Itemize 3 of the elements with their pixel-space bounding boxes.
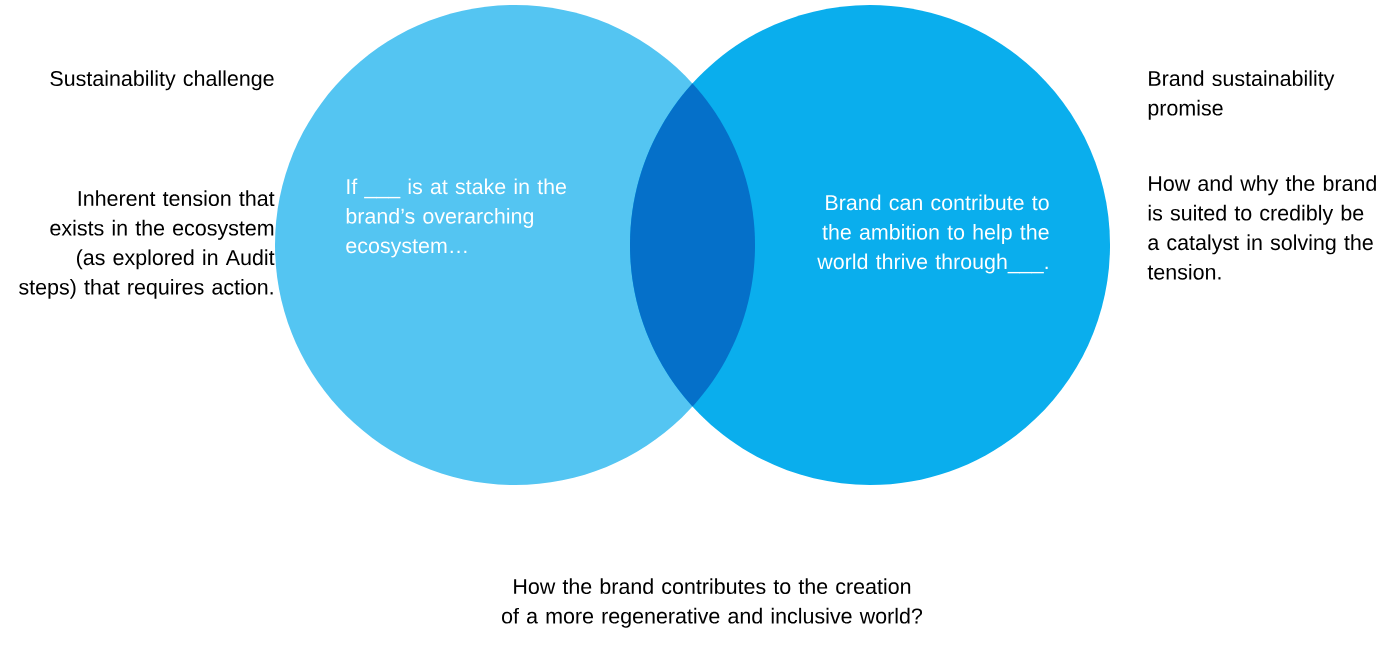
text-label: How and why the brand is suited to credibly be a catalyst in solving the tension. [1147,175,1376,280]
text-label: Brand sustainability promise [1148,70,1335,120]
text-label: How the brand contributes to the creation of a more regenerative and inclusive world? [502,578,923,628]
